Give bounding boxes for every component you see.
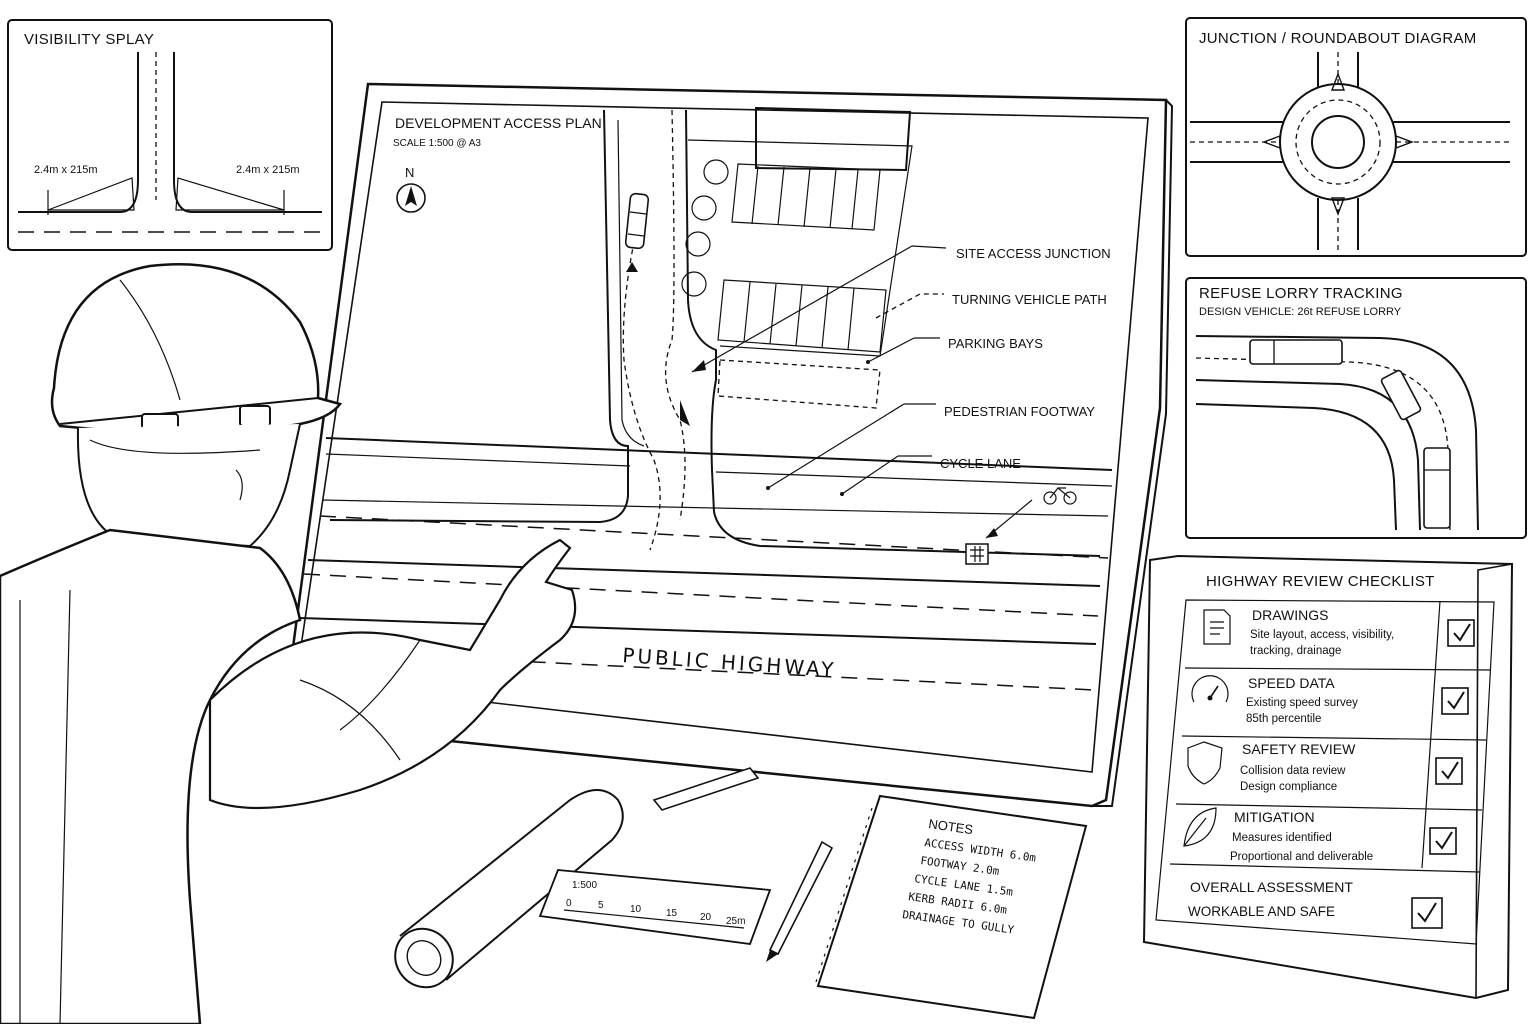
checklist-detail: Design compliance <box>1240 781 1337 793</box>
callout-site-access-junction: SITE ACCESS JUNCTION <box>956 246 1111 261</box>
checklist-detail: 85th percentile <box>1246 713 1321 725</box>
ruler-tick: 20 <box>700 912 712 923</box>
callout-pedestrian-footway: PEDESTRIAN FOOTWAY <box>944 404 1095 419</box>
bicycle-icon <box>1043 487 1077 505</box>
refuse-title: REFUSE LORRY TRACKING <box>1199 285 1403 302</box>
checklist-detail: Collision data review <box>1240 765 1346 777</box>
site-access-road <box>329 109 1101 557</box>
north-arrow: N <box>396 165 426 213</box>
car-icon <box>624 192 650 250</box>
checklist-detail: Existing speed survey <box>1246 697 1358 709</box>
notes-title: NOTES <box>928 816 975 837</box>
north-label: N <box>405 165 414 180</box>
checklist-heading: SPEED DATA <box>1248 675 1335 691</box>
checkmark-icon <box>1447 691 1465 710</box>
speedometer-icon <box>1191 675 1229 703</box>
overall-heading: OVERALL ASSESSMENT <box>1190 879 1353 895</box>
visibility-splay-panel: VISIBILITY SPLAY 2.4m x 215m 2.4m x 215m <box>7 19 333 251</box>
checklist-title: HIGHWAY REVIEW CHECKLIST <box>1206 573 1435 590</box>
junction-roundabout-panel: JUNCTION / ROUNDABOUT DIAGRAM <box>1185 17 1527 257</box>
checkbox[interactable] <box>1441 687 1469 715</box>
visibility-splay-title: VISIBILITY SPLAY <box>24 31 154 48</box>
engineer-figure <box>0 262 577 1024</box>
checkmark-icon <box>1417 902 1437 923</box>
splay-right-label: 2.4m x 215m <box>236 164 300 176</box>
callout-cycle-lane: CYCLE LANE <box>940 456 1021 471</box>
checklist-detail: Proportional and deliverable <box>1230 851 1373 863</box>
leaf-icon <box>1183 807 1217 847</box>
ruler-tick: 5 <box>598 900 604 911</box>
ruler-tick: 25m <box>726 916 745 927</box>
checklist-detail: Site layout, access, visibility, <box>1250 629 1394 641</box>
highway-review-checklist: HIGHWAY REVIEW CHECKLIST DRAWINGS Site l… <box>1142 554 1514 1000</box>
checkbox[interactable] <box>1435 757 1463 785</box>
checklist-detail: tracking, drainage <box>1250 645 1341 657</box>
ruler-scale: 1:500 <box>572 880 597 891</box>
splay-left-label: 2.4m x 215m <box>34 164 98 176</box>
rolled-drawing <box>394 789 624 989</box>
plan-title: DEVELOPMENT ACCESS PLAN <box>395 115 602 131</box>
checklist-item-mitigation: MITIGATION Measures identified Proportio… <box>1183 807 1457 863</box>
notes-notebook: NOTES ACCESS WIDTH 6.0m FOOTWAY 2.0m CYC… <box>815 794 1088 1020</box>
ruler-tick: 15 <box>666 908 678 919</box>
checklist-item-drawings: DRAWINGS Site layout, access, visibility… <box>1203 607 1475 657</box>
checklist-detail: Measures identified <box>1232 832 1332 844</box>
pencil <box>652 767 760 811</box>
checklist-heading: MITIGATION <box>1234 809 1315 825</box>
junction-title: JUNCTION / ROUNDABOUT DIAGRAM <box>1199 30 1477 47</box>
checkbox[interactable] <box>1447 619 1475 647</box>
pen <box>766 840 834 962</box>
drainage-gully-icon <box>965 543 989 565</box>
document-icon <box>1203 609 1231 645</box>
plan-scale: SCALE 1:500 @ A3 <box>393 138 481 149</box>
site-parking <box>681 106 913 409</box>
overall-value: WORKABLE AND SAFE <box>1188 904 1335 919</box>
ruler-tick: 0 <box>566 898 572 909</box>
checkbox[interactable] <box>1411 897 1443 929</box>
checkmark-icon <box>1435 831 1453 850</box>
checklist-item-safety-review: SAFETY REVIEW Collision data review Desi… <box>1187 741 1463 793</box>
checkmark-icon <box>1453 623 1471 642</box>
callout-parking-bays: PARKING BAYS <box>948 336 1043 351</box>
refuse-lorry-tracking-panel: REFUSE LORRY TRACKING DESIGN VEHICLE: 26… <box>1185 277 1527 539</box>
checklist-heading: SAFETY REVIEW <box>1242 741 1356 757</box>
plan-callouts: SITE ACCESS JUNCTION TURNING VEHICLE PAT… <box>691 245 1111 565</box>
ruler-tick: 10 <box>630 904 642 915</box>
checklist-heading: DRAWINGS <box>1252 607 1328 623</box>
lorry-icon <box>1249 339 1451 529</box>
scale-ruler: 1:500 0 5 10 15 20 25m <box>538 869 772 945</box>
checklist-overall-assessment: OVERALL ASSESSMENT WORKABLE AND SAFE <box>1188 879 1443 929</box>
callout-turning-vehicle-path: TURNING VEHICLE PATH <box>952 292 1107 307</box>
checkbox[interactable] <box>1429 827 1457 855</box>
shield-icon <box>1187 741 1223 785</box>
checkmark-icon <box>1441 761 1459 780</box>
checklist-item-speed-data: SPEED DATA Existing speed survey 85th pe… <box>1191 675 1469 725</box>
refuse-subtitle: DESIGN VEHICLE: 26t REFUSE LORRY <box>1199 306 1402 318</box>
